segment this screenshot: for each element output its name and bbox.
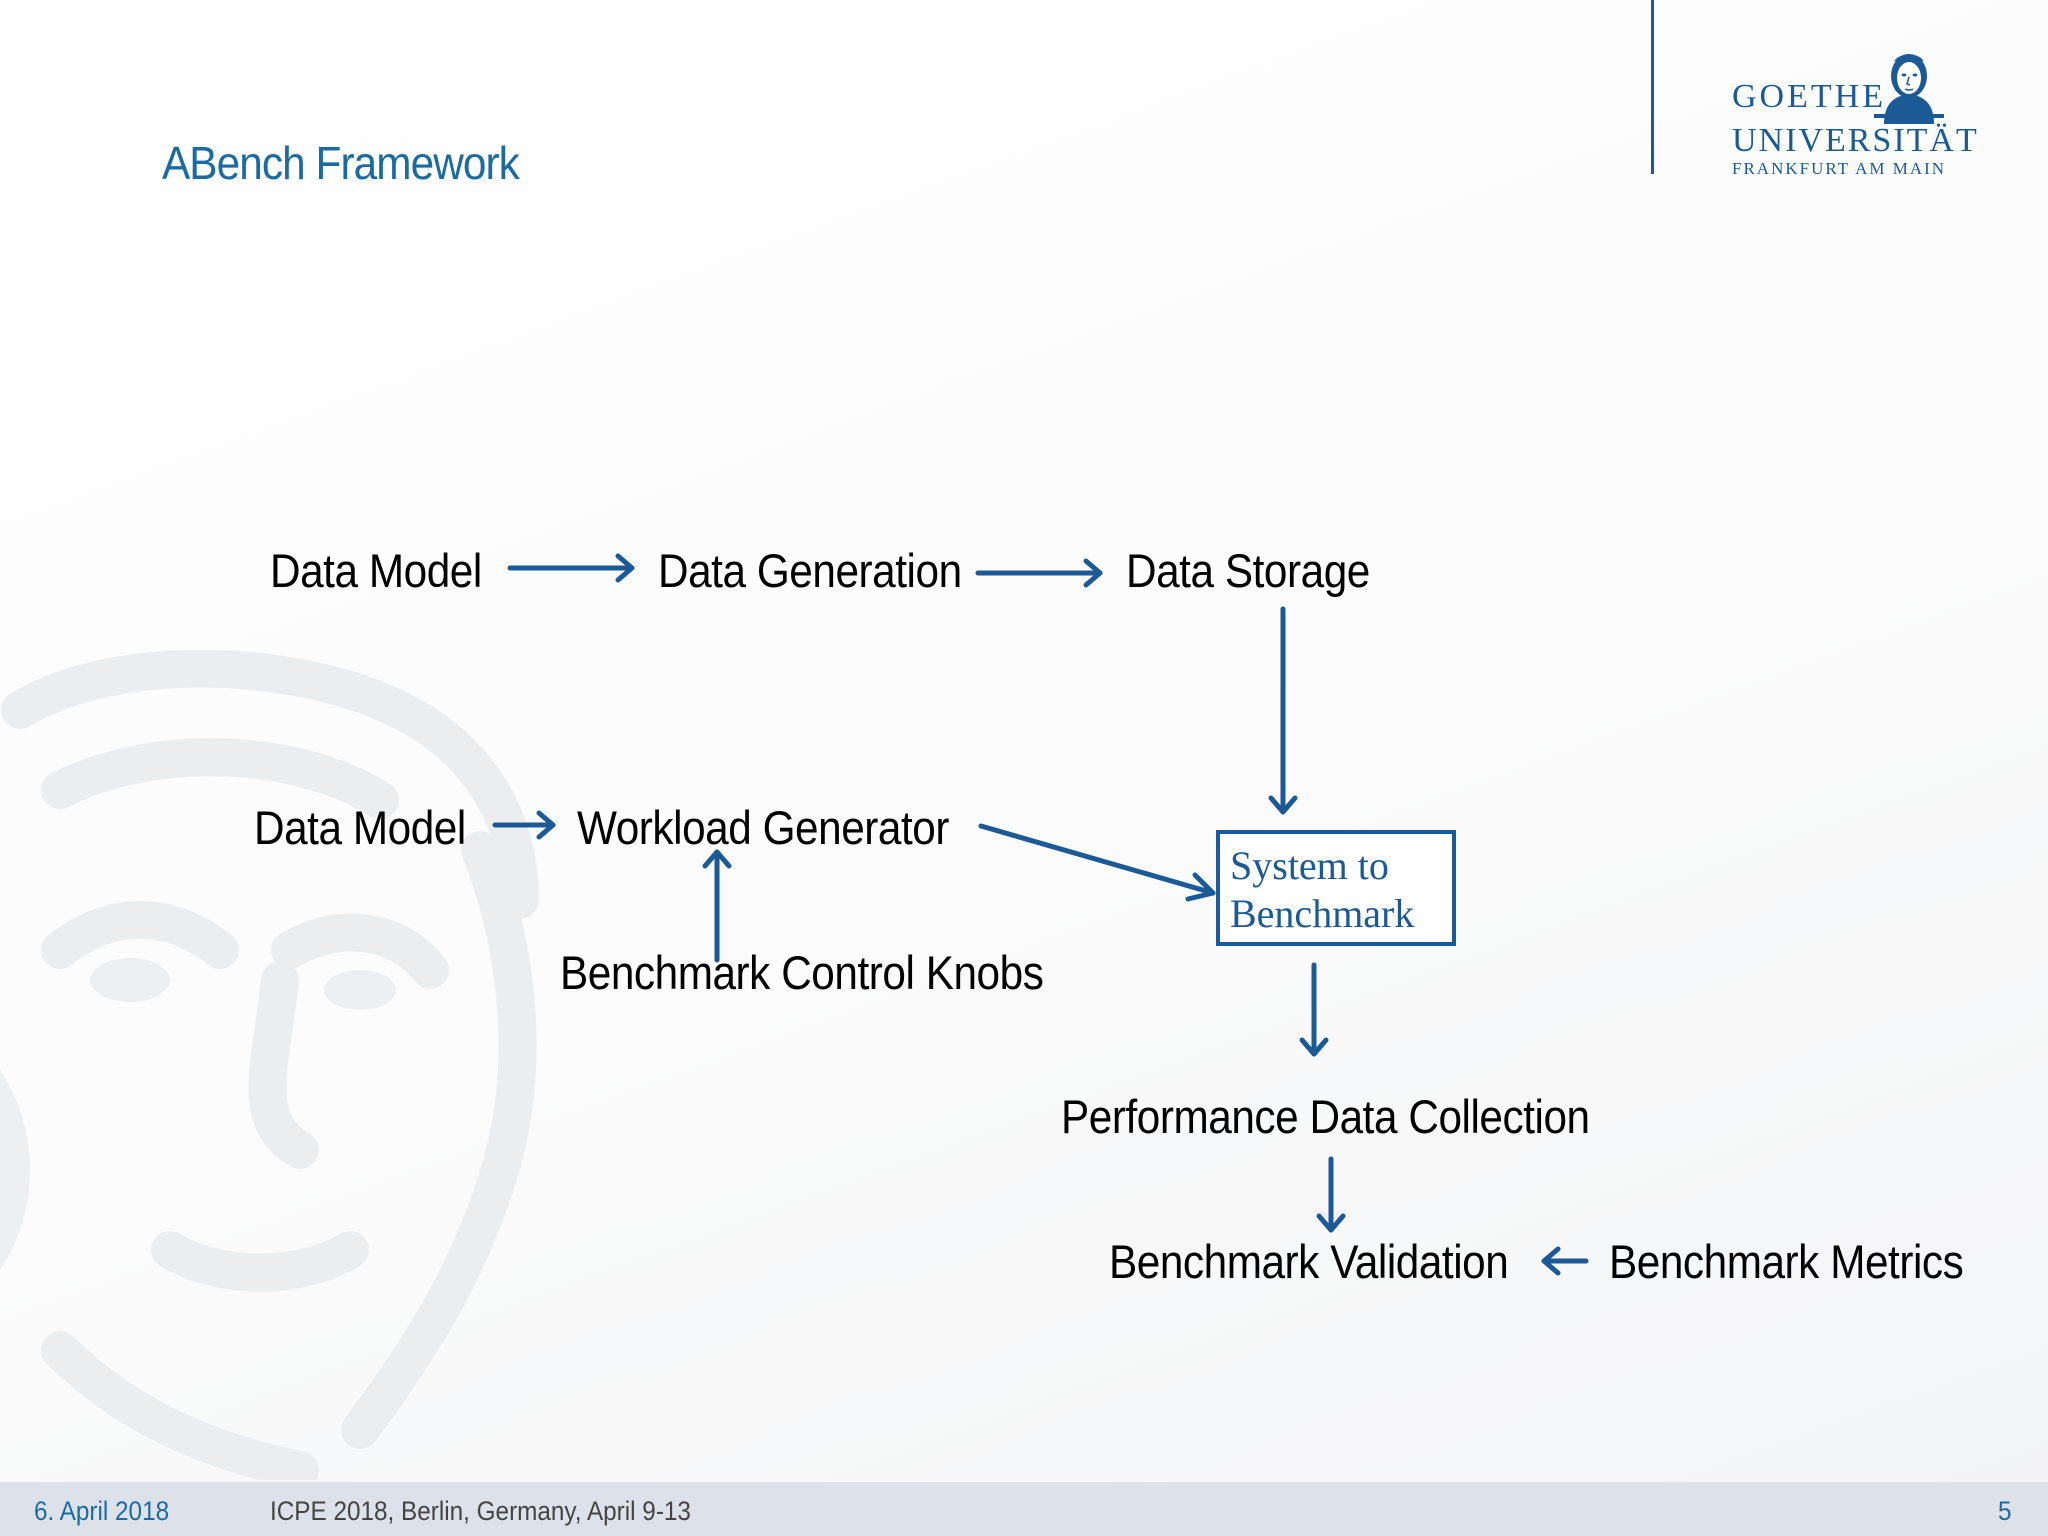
node-benchmark-metrics: Benchmark Metrics bbox=[1609, 1235, 1964, 1288]
arrow-datageneration-to-datastorage bbox=[975, 558, 1103, 588]
node-data-model-1: Data Model bbox=[270, 544, 482, 597]
arrow-knobs-to-workload bbox=[702, 849, 732, 963]
goethe-portrait-icon bbox=[1874, 54, 1944, 124]
logo-text-frankfurt: FRANKFURT AM MAIN bbox=[1732, 159, 1947, 178]
slide-title: ABench Framework bbox=[162, 137, 520, 189]
arrow-system-to-performance bbox=[1299, 962, 1329, 1057]
system-to-benchmark-label: System to Benchmark bbox=[1230, 843, 1415, 936]
node-benchmark-control-knobs: Benchmark Control Knobs bbox=[560, 946, 1044, 999]
node-data-generation: Data Generation bbox=[658, 544, 962, 597]
node-performance-data-collection: Performance Data Collection bbox=[1061, 1090, 1590, 1143]
node-benchmark-validation: Benchmark Validation bbox=[1109, 1235, 1509, 1288]
university-logo: GOETHE UNIVERSITÄT FRANKFURT AM MAIN bbox=[1726, 48, 1977, 188]
arrow-workload-to-system bbox=[978, 823, 1216, 902]
node-data-storage: Data Storage bbox=[1126, 544, 1370, 597]
logo-text-goethe: GOETHE bbox=[1732, 78, 1886, 115]
logo-divider bbox=[1651, 0, 1654, 174]
node-data-model-2: Data Model bbox=[254, 801, 466, 854]
footer-date: 6. April 2018 bbox=[34, 1496, 170, 1526]
footer-event: ICPE 2018, Berlin, Germany, April 9-13 bbox=[270, 1496, 691, 1526]
footer-bar: 6. April 2018 ICPE 2018, Berlin, Germany… bbox=[0, 1482, 2048, 1536]
node-workload-generator: Workload Generator bbox=[577, 801, 950, 854]
footer-page-number: 5 bbox=[1998, 1496, 2012, 1526]
arrow-datamodel2-to-workload bbox=[492, 810, 556, 840]
logo-text-universitaet: UNIVERSITÄT bbox=[1732, 122, 1979, 159]
portrait-watermark-icon bbox=[0, 650, 539, 1480]
arrow-datamodel1-to-datageneration bbox=[507, 553, 635, 583]
node-system-to-benchmark: System to Benchmark bbox=[1216, 830, 1456, 946]
arrow-datastorage-to-system bbox=[1268, 606, 1298, 815]
arrow-metrics-to-validation bbox=[1541, 1246, 1589, 1276]
arrow-performance-to-validation bbox=[1316, 1156, 1346, 1233]
